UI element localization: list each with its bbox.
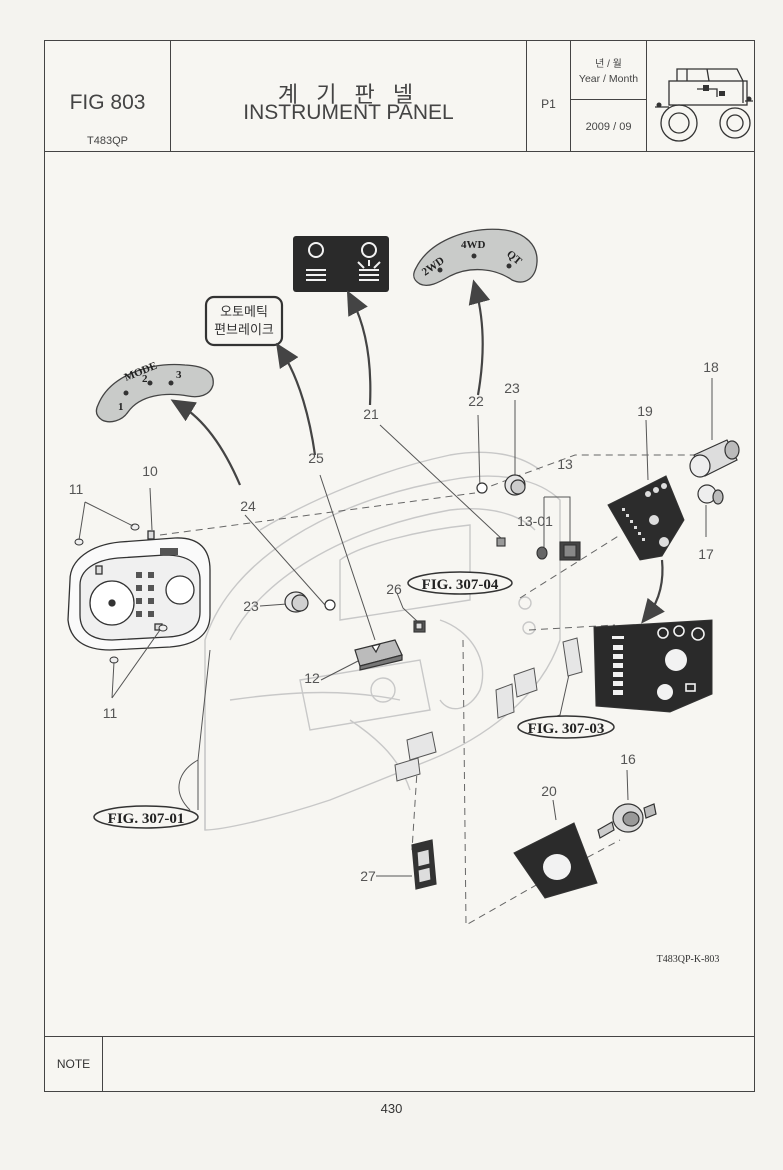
callout-19: 19: [637, 403, 653, 419]
callout-11-bottom: 11: [103, 705, 118, 721]
auto-brake-line-1: 오토메틱: [220, 305, 268, 320]
callout-23-left: 23: [243, 598, 259, 614]
date-value: 2009 / 09: [585, 121, 632, 133]
indicator-lamp-part: [697, 484, 724, 505]
fig-ref-307-04: FIG. 307-04: [407, 571, 513, 595]
instrument-cluster: [67, 530, 211, 651]
page-code: P1: [541, 97, 556, 111]
auto-brake-line-2: 편브레이크: [214, 323, 274, 338]
callout-21: 21: [363, 406, 379, 422]
page-number: 430: [380, 1101, 403, 1116]
fig-ref-307-01: FIG. 307-01: [93, 805, 199, 829]
callout-16: 16: [620, 751, 636, 767]
model-code: T483QP: [87, 135, 128, 147]
fig-ref-307-01-label: FIG. 307-01: [108, 811, 185, 827]
switch-part: [354, 639, 403, 671]
knob-part-right: [476, 474, 526, 496]
bezel-plate-part: [513, 822, 598, 899]
title-korean: 계 기 판 넬: [277, 82, 420, 107]
drive-position-4wd: 4WD: [461, 239, 486, 251]
rotary-switch-part: [597, 803, 657, 839]
lamp-parts: [496, 537, 581, 561]
callout-numbers: 10 11 11 12 13 13-01 16 17 18 19 20 21 2…: [69, 359, 719, 884]
callout-24: 24: [240, 498, 256, 514]
warning-panel-detail: [593, 619, 713, 713]
title-cell: 계 기 판 넬 INSTRUMENT PANEL: [171, 41, 527, 151]
callout-11-top: 11: [69, 481, 84, 497]
callout-26: 26: [386, 581, 402, 597]
fig-ref-307-03-label: FIG. 307-03: [528, 721, 605, 737]
callout-17: 17: [698, 546, 714, 562]
page-code-cell: P1: [527, 41, 571, 151]
callout-23-right: 23: [504, 380, 520, 396]
drawing-code: T483QP-K-803: [657, 954, 720, 965]
rocker-switch-part: [411, 839, 437, 890]
warning-lamp-panel: [607, 475, 685, 561]
callout-12: 12: [304, 670, 320, 686]
fig-ref-307-04-label: FIG. 307-04: [422, 577, 499, 593]
callout-20: 20: [541, 783, 557, 799]
date-cell: 년 / 월 Year / Month 2009 / 09: [571, 41, 647, 151]
mode-position-2: 2: [142, 373, 148, 385]
title-block: FIG 803 T483QP 계 기 판 넬 INSTRUMENT PANEL …: [45, 41, 754, 152]
callout-13: 13: [557, 456, 573, 472]
callout-13-01: 13-01: [517, 513, 553, 529]
dashboard-housing: [204, 451, 561, 831]
callout-18: 18: [703, 359, 719, 375]
tractor-icon: [655, 68, 753, 142]
pto-decal: [293, 236, 389, 292]
callout-22: 22: [468, 393, 484, 409]
note-label: NOTE: [45, 1037, 103, 1091]
drive-mode-decal: 2WD 4WD QT: [413, 228, 538, 287]
figure-number: FIG 803: [69, 91, 146, 114]
figure-cell: FIG 803 T483QP: [45, 41, 171, 151]
ignition-switch-part: [689, 439, 740, 478]
date-label-box: 년 / 월 Year / Month: [571, 41, 646, 100]
small-switch-part: [413, 620, 426, 633]
dashboard-switches: [394, 637, 583, 782]
tractor-thumbnail-cell: [647, 41, 756, 151]
mode-position-3: 3: [176, 369, 182, 381]
pointer-arrows: [170, 279, 665, 624]
note-row: NOTE: [45, 1036, 754, 1091]
callout-25: 25: [308, 450, 324, 466]
title-english: INSTRUMENT PANEL: [243, 101, 454, 124]
date-label-korean: 년 / 월: [595, 59, 622, 70]
mode-decal: 1 MODE 2 3: [95, 360, 214, 423]
callout-27: 27: [360, 868, 376, 884]
fig-ref-307-03: FIG. 307-03: [517, 715, 615, 739]
callout-10: 10: [142, 463, 158, 479]
leader-lines: [78, 378, 713, 877]
auto-brake-label: 오토메틱 편브레이크: [204, 295, 284, 347]
knob-part-left: [284, 591, 336, 613]
mode-position-1: 1: [118, 401, 124, 413]
date-label-english: Year / Month: [578, 73, 639, 85]
